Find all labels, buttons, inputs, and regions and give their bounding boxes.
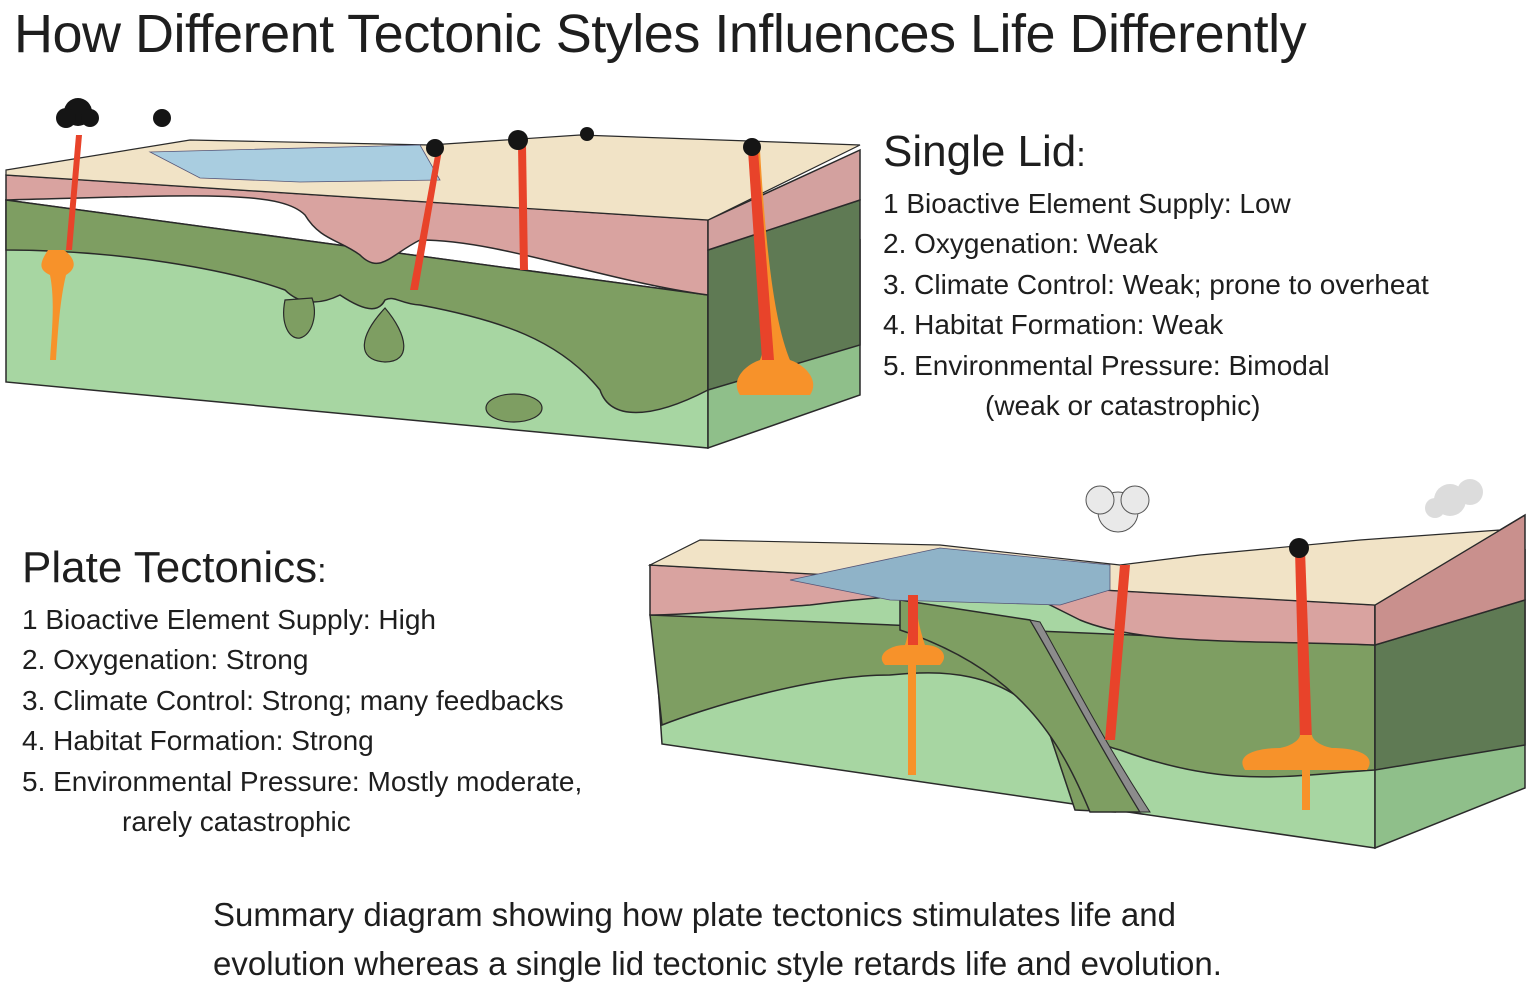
plate-tectonics-item-4: 4. Habitat Formation: Strong — [22, 725, 374, 757]
plate-arc-plume-stem — [1302, 770, 1310, 810]
plate-ocean — [789, 547, 1111, 606]
single-lid-item-5-continued: (weak or catastrophic) — [985, 390, 1261, 422]
single-lid-item-5: 5. Environmental Pressure: Bimodal — [883, 349, 1330, 381]
single-lid-heading-colon: : — [1076, 136, 1086, 174]
plate-ash-clouds — [1085, 479, 1483, 558]
single-lid-item-4: 4. Habitat Formation: Weak — [883, 309, 1224, 341]
plate-ridge-conduit — [908, 595, 918, 645]
single-lid-heading: Single Lid — [883, 127, 1077, 176]
single-lid-conduit-3 — [518, 145, 528, 270]
single-lid-blob-3 — [485, 393, 543, 423]
plate-tectonics-heading-row: Plate Tectonics: — [22, 541, 582, 598]
single-lid-drip-2 — [363, 307, 405, 363]
single-lid-shallow-sea — [148, 144, 441, 183]
plate-tectonics-item-3: 3. Climate Control: Strong; many feedbac… — [22, 684, 564, 716]
single-lid-heading-row: Single Lid: — [883, 125, 1429, 182]
single-lid-crust-front — [5, 174, 709, 296]
plate-arc-conduit-1 — [1105, 565, 1130, 740]
caption-line-2: evolution whereas a single lid tectonic … — [213, 945, 1222, 982]
single-lid-legend: Single Lid: 1 Bioactive Element Supply: … — [883, 125, 1429, 426]
plate-tectonics-item-2: 2. Oxygenation: Strong — [22, 644, 309, 676]
plate-slab-crust — [1028, 619, 1151, 813]
single-lid-plume-left — [41, 250, 74, 360]
figure-caption: Summary diagram showing how plate tecton… — [213, 890, 1222, 988]
plate-tectonics-item-5-continued: rarely catastrophic — [122, 806, 351, 838]
single-lid-item-1: 1 Bioactive Element Supply: Low — [883, 188, 1291, 219]
single-lid-conduit-right — [748, 150, 774, 360]
plate-tectonics-heading-colon: : — [317, 552, 327, 590]
single-lid-item-2: 2. Oxygenation: Weak — [883, 228, 1158, 260]
single-lid-plume-right — [736, 150, 814, 395]
figure-title: How Different Tectonic Styles Influences… — [14, 4, 1307, 64]
plate-tectonics-block-diagram — [647, 479, 1526, 850]
plate-arc-plume — [1242, 735, 1370, 770]
single-lid-item-3: 3. Climate Control: Weak; prone to overh… — [883, 268, 1429, 300]
plate-tectonics-item-1: 1 Bioactive Element Supply: High — [22, 604, 436, 635]
single-lid-drip-1 — [283, 297, 315, 339]
plate-ridge-plume — [881, 605, 945, 775]
plate-tectonics-heading: Plate Tectonics — [22, 543, 318, 592]
single-lid-block-diagram — [5, 98, 861, 450]
plate-arc-conduit-2 — [1295, 550, 1312, 740]
single-lid-side-crust — [707, 148, 861, 252]
caption-line-1: Summary diagram showing how plate tecton… — [213, 896, 1176, 933]
plate-surface — [647, 514, 1526, 606]
plate-tectonics-legend: Plate Tectonics: 1 Bioactive Element Sup… — [22, 541, 582, 842]
single-lid-ash-clouds — [56, 98, 761, 157]
single-lid-conduit-2 — [410, 150, 442, 290]
single-lid-conduit-left — [66, 135, 82, 250]
single-lid-lithosphere-front — [5, 199, 709, 414]
plate-tectonics-item-5: 5. Environmental Pressure: Mostly modera… — [22, 765, 583, 797]
